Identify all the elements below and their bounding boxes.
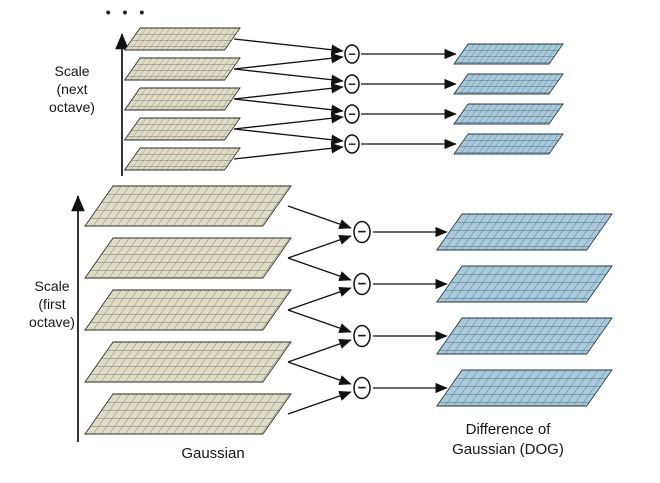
minus-operators-next-octave: − − − − <box>344 44 360 154</box>
svg-text:Gaussian (DOG): Gaussian (DOG) <box>452 441 564 458</box>
svg-text:Difference of: Difference of <box>466 421 552 438</box>
gaussian-stack-first-octave <box>84 185 292 435</box>
svg-text:Scale: Scale <box>34 278 69 294</box>
svg-text:Scale: Scale <box>54 63 89 79</box>
dog-sheet <box>435 213 613 251</box>
subtraction-input-arrow <box>233 38 344 55</box>
gaussian-stack-next-octave <box>123 27 241 171</box>
subtraction-input-arrow <box>287 205 352 230</box>
dog-sheet <box>435 265 613 303</box>
dog-sheet <box>435 369 613 407</box>
gaussian-sheet <box>123 87 241 111</box>
minus-operator-icon: − <box>353 376 371 400</box>
subtraction-input-arrow <box>287 309 352 334</box>
gaussian-sheet <box>84 341 292 383</box>
subtraction-input-arrow <box>233 98 344 115</box>
svg-text:octave): octave) <box>29 314 75 330</box>
minus-operator-icon: − <box>353 324 371 348</box>
subtraction-input-arrow <box>287 390 352 415</box>
subtraction-input-arrow <box>233 83 344 100</box>
gaussian-sheet <box>84 185 292 227</box>
svg-text:−: − <box>348 77 356 92</box>
subtraction-input-arrow <box>287 286 352 311</box>
svg-text:−: − <box>348 47 356 62</box>
dog-stack-next-octave <box>453 43 564 155</box>
gaussian-label: Gaussian <box>181 445 244 462</box>
subtraction-arrows-next-octave <box>233 38 344 160</box>
gaussian-sheet <box>84 393 292 435</box>
subtraction-input-arrow <box>287 361 352 386</box>
subtraction-input-arrow <box>287 338 352 363</box>
minus-operator-icon: − <box>344 104 360 124</box>
subtraction-input-arrow <box>233 128 344 145</box>
gaussian-sheet <box>123 117 241 141</box>
dog-sheet <box>435 317 613 355</box>
svg-text:−: − <box>358 328 367 345</box>
svg-text:−: − <box>348 107 356 122</box>
scale-first-octave-label: Scale (first octave) <box>29 278 75 330</box>
dog-stack-first-octave <box>435 213 613 407</box>
dog-label: Difference of Gaussian (DOG) <box>452 421 564 458</box>
svg-text:−: − <box>348 137 356 152</box>
gaussian-sheet <box>123 57 241 81</box>
dog-sheet <box>453 103 564 125</box>
minus-operator-icon: − <box>344 134 360 154</box>
ellipsis-label: • • • <box>106 4 148 20</box>
gaussian-sheet <box>84 289 292 331</box>
dog-output-arrows-first-octave <box>373 226 448 394</box>
dog-output-arrows-next-octave <box>361 48 457 150</box>
gaussian-sheet <box>123 147 241 171</box>
subtraction-input-arrow <box>287 257 352 282</box>
dog-sheet <box>453 43 564 65</box>
subtraction-input-arrow <box>233 113 344 130</box>
gaussian-sheet <box>123 27 241 51</box>
subtraction-input-arrow <box>233 68 344 85</box>
subtraction-arrows-first-octave <box>287 205 352 415</box>
minus-operator-icon: − <box>344 74 360 94</box>
dog-sheet <box>453 133 564 155</box>
gaussian-sheet <box>84 237 292 279</box>
subtraction-input-arrow <box>233 143 344 160</box>
subtraction-input-arrow <box>287 234 352 259</box>
subtraction-input-arrow <box>233 53 344 70</box>
svg-text:−: − <box>358 276 367 293</box>
svg-text:−: − <box>358 380 367 397</box>
svg-text:(next: (next <box>56 81 87 97</box>
svg-text:(first: (first <box>38 296 65 312</box>
scale-next-octave-label: Scale (next octave) <box>49 63 95 115</box>
minus-operator-icon: − <box>353 272 371 296</box>
dog-sheet <box>453 73 564 95</box>
minus-operator-icon: − <box>344 44 360 64</box>
minus-operators-first-octave: − − − − <box>353 220 371 400</box>
minus-operator-icon: − <box>353 220 371 244</box>
svg-text:octave): octave) <box>49 99 95 115</box>
svg-text:−: − <box>358 224 367 241</box>
